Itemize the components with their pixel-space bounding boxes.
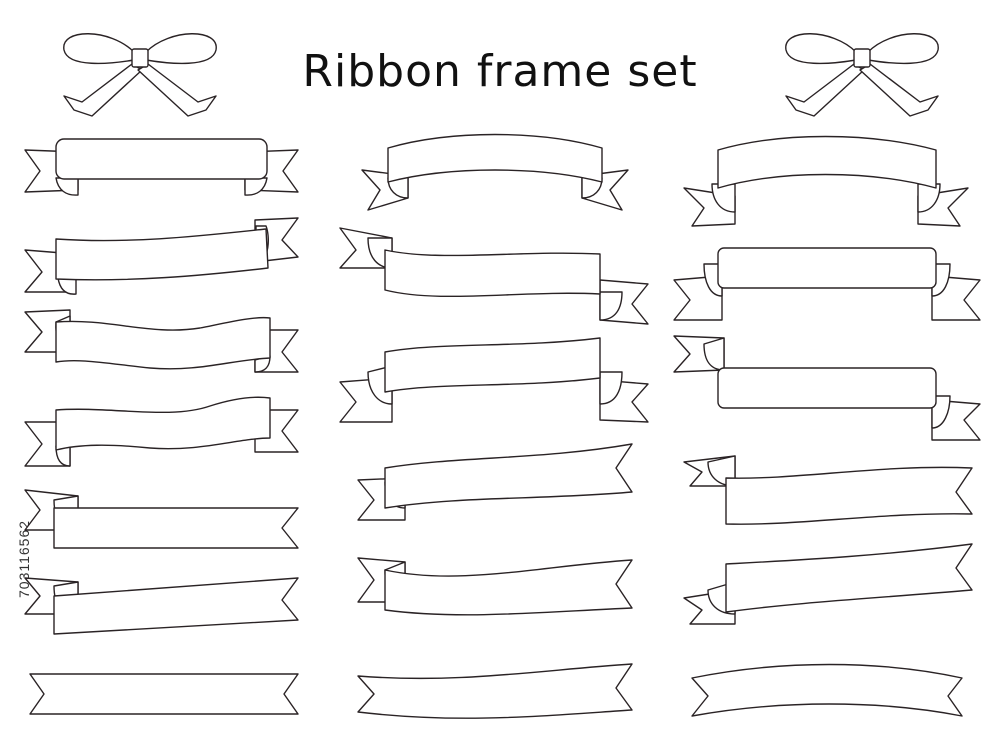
ribbon-banner (24, 138, 299, 196)
page-title: Ribbon frame set (302, 46, 697, 97)
ribbon-banner (29, 673, 299, 715)
bow-icon (785, 33, 939, 117)
ribbon-banner (24, 396, 299, 467)
ribbon-banner (683, 543, 973, 625)
ribbon-banner (357, 557, 633, 616)
ribbon-banner (691, 663, 963, 717)
bow-icon (63, 33, 217, 117)
ribbon-banner (24, 217, 299, 295)
ribbon-banner (339, 337, 649, 423)
ribbon-banner (357, 443, 633, 521)
ribbon-banner (673, 247, 981, 321)
ribbon-banner (24, 489, 299, 549)
stock-id-label: 703116562 (16, 520, 32, 598)
ribbon-banner (24, 309, 299, 373)
ribbon-banner (361, 133, 629, 211)
ribbon-banner (24, 577, 299, 635)
ribbon-banner (683, 135, 969, 227)
ribbon-banner (683, 455, 973, 525)
ribbon-banner (673, 335, 981, 441)
ribbon-banner (357, 663, 633, 719)
ribbon-banner (339, 227, 649, 325)
